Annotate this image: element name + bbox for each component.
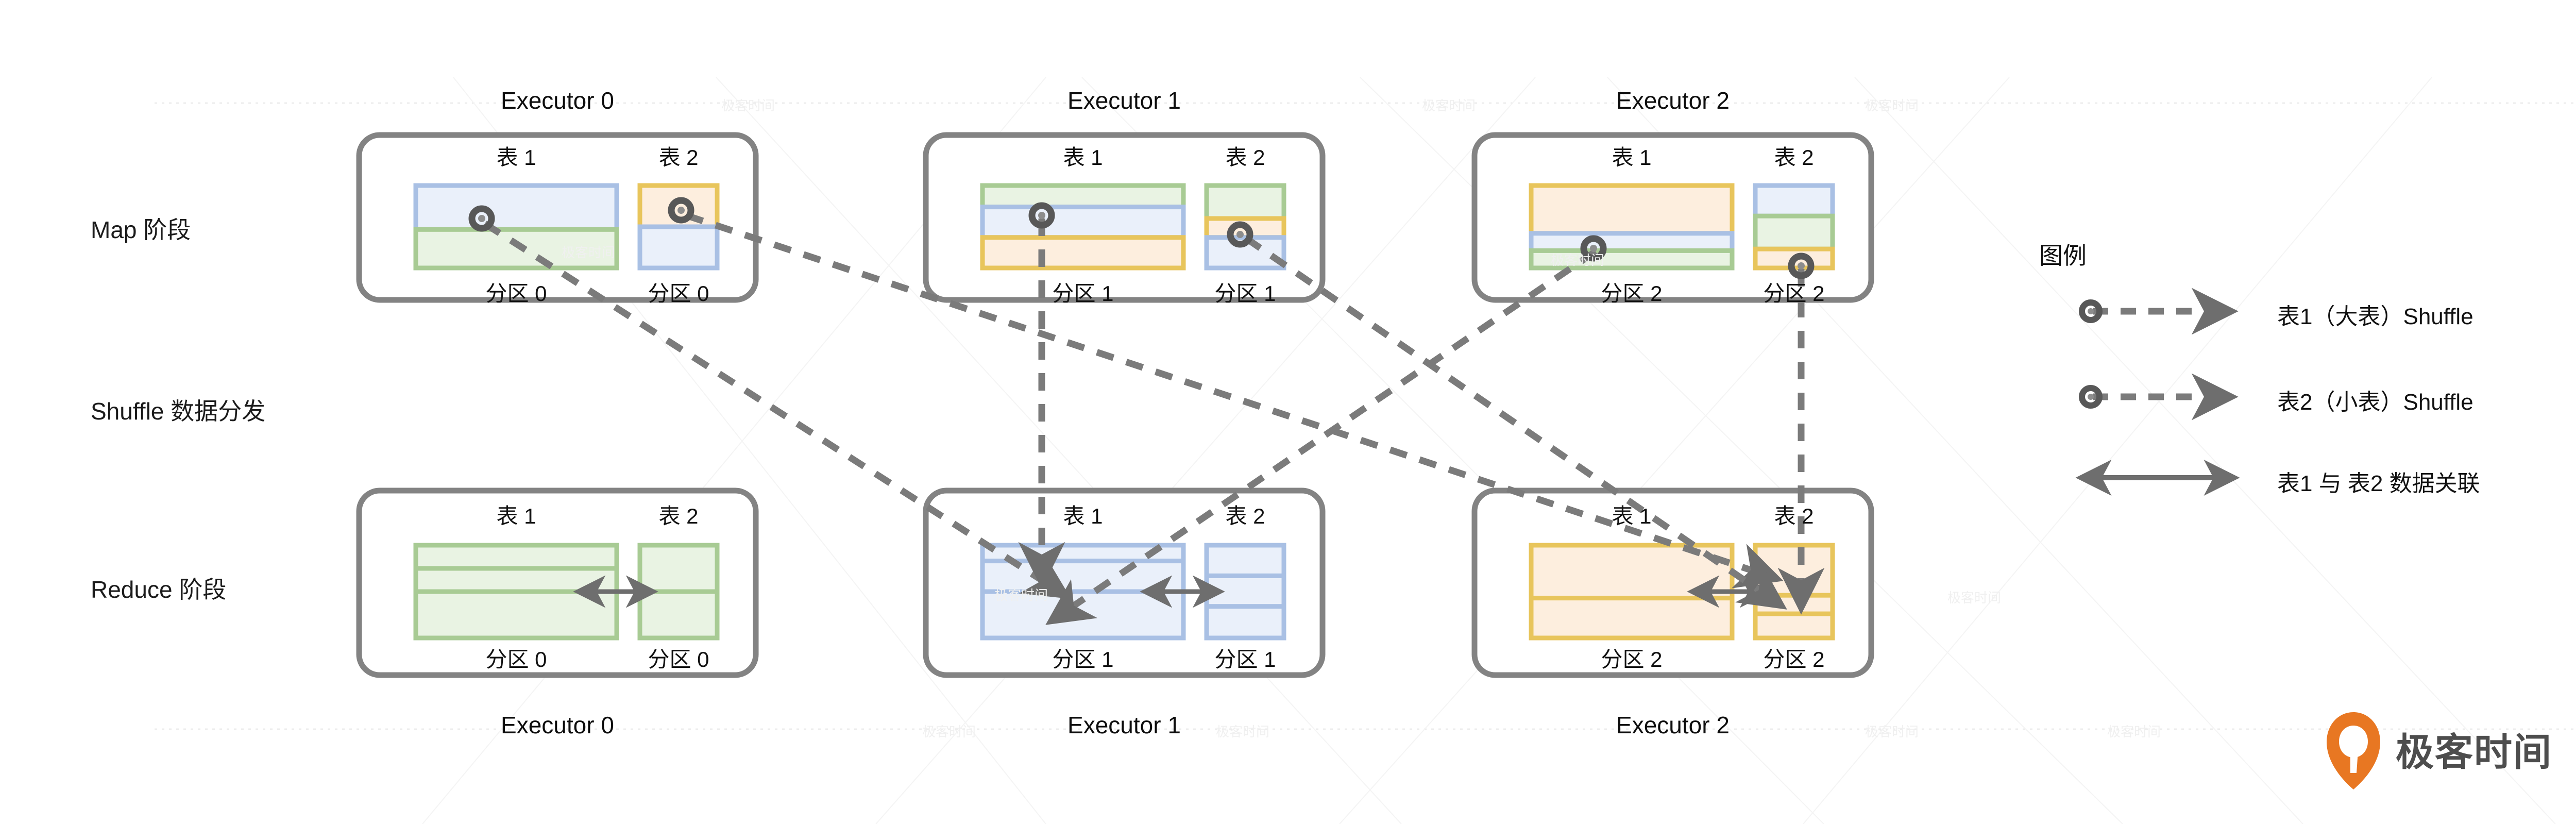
- reduce-e0-t1-band-0: [413, 543, 619, 571]
- key-marker-map-e1-t2: [1227, 221, 1253, 248]
- reduce-e0-t2-partition: 分区 0: [648, 647, 709, 671]
- reduce-e2-t1-partition: 分区 2: [1601, 647, 1663, 671]
- reduce-e1-t2-band-1: [1204, 573, 1286, 609]
- shuffle-t1-e2-to-e1: [1045, 248, 1598, 625]
- reduce-e2-t2-band-0: [1753, 543, 1835, 598]
- watermark: 极客时间: [1865, 724, 1919, 739]
- legend-icon-t2-shuffle: [2079, 373, 2239, 421]
- reduce-e1-t1-title: 表 1: [1063, 504, 1103, 528]
- reduce-e1-t2-partition: 分区 1: [1214, 647, 1276, 671]
- reduce-executor-title-2: Executor 2: [1616, 712, 1730, 738]
- reduce-e2-t2-band-2: [1753, 611, 1835, 641]
- stage-label-shuffle: Shuffle 数据分发: [91, 398, 266, 425]
- legend-glyphs: [2075, 288, 2240, 496]
- watermark: 极客时间: [562, 245, 616, 260]
- map-executor-title-2: Executor 2: [1616, 87, 1730, 114]
- watermark: 极客时间: [1865, 98, 1919, 113]
- shuffle-t1-e0-to-e1: [483, 221, 1072, 599]
- key-marker-map-e2-t2: [1788, 253, 1815, 279]
- reduce-e0-t1-title: 表 1: [496, 504, 536, 528]
- map-e2-t2-title: 表 2: [1774, 145, 1814, 170]
- watermark: 极客时间: [2107, 724, 2161, 739]
- map-e2-t1-partition: 分区 2: [1601, 281, 1663, 306]
- map-e2-t2-band-1: [1753, 213, 1835, 251]
- watermark: 极客时间: [1216, 724, 1270, 739]
- map-e1-t1-partition: 分区 1: [1052, 281, 1114, 306]
- reduce-e2-t1-band-1: [1529, 596, 1735, 641]
- key-marker-map-e2-t1: [1580, 235, 1607, 262]
- map-e1-t2-partition: 分区 1: [1214, 281, 1276, 306]
- map-e0-t1-band-1: [413, 227, 619, 271]
- table-band-stacks: [413, 183, 1835, 641]
- stage-label-map: Map 阶段: [91, 216, 191, 243]
- reduce-e1-t2-band-0: [1204, 543, 1286, 578]
- map-e2-t1-band-2: [1529, 248, 1735, 271]
- map-e1-t1-band-2: [980, 235, 1186, 271]
- watermark: 极客时间: [1947, 590, 2002, 606]
- map-e2-t2-partition: 分区 2: [1763, 281, 1825, 306]
- reduce-e0-t1-partition: 分区 0: [485, 647, 547, 671]
- reduce-e1-t1-partition: 分区 1: [1052, 647, 1114, 671]
- watermark: 极客时间: [721, 98, 775, 113]
- key-marker-map-e0-t2: [668, 197, 694, 224]
- reduce-e0-t2-band-0: [637, 543, 720, 594]
- watermark: 极客时间: [994, 587, 1048, 603]
- map-e2-t1-band-0: [1529, 183, 1735, 236]
- reduce-e1-t2-title: 表 2: [1225, 504, 1265, 528]
- reduce-executor-title-1: Executor 1: [1067, 712, 1181, 738]
- stage-label-reduce: Reduce 阶段: [91, 576, 227, 603]
- shuffle-t2-e1-to-e2: [1244, 235, 1787, 610]
- reduce-e2-t2-title: 表 2: [1774, 504, 1814, 528]
- legend-label-2: 表1 与 表2 数据关联: [2277, 471, 2480, 496]
- map-e2-t1-title: 表 1: [1612, 145, 1652, 170]
- reduce-executor-title-0: Executor 0: [501, 712, 614, 738]
- shuffle-t2-e0-to-e2: [685, 212, 1784, 588]
- map-e1-t2-band-0: [1204, 183, 1286, 221]
- reduce-e0-t1-band-2: [413, 589, 619, 641]
- map-executor-title-1: Executor 1: [1067, 87, 1181, 114]
- legend-title: 图例: [2039, 242, 2087, 269]
- reduce-e1-t2-band-2: [1204, 604, 1286, 641]
- legend-label-1: 表2（小表）Shuffle: [2277, 390, 2473, 415]
- legend-label-0: 表1（大表）Shuffle: [2277, 304, 2473, 329]
- shuffle-source-markers: [468, 197, 1815, 279]
- map-e0-t1-band-0: [413, 183, 619, 232]
- watermark: 极客时间: [922, 724, 976, 739]
- map-e0-t1-title: 表 1: [496, 145, 536, 170]
- reduce-e0-t2-band-1: [637, 589, 720, 641]
- map-e0-t2-band-1: [637, 224, 720, 271]
- reduce-e2-t2-partition: 分区 2: [1763, 647, 1825, 671]
- map-e1-t1-title: 表 1: [1063, 145, 1103, 170]
- key-marker-map-e1-t1: [1028, 202, 1055, 229]
- map-e1-t1-band-1: [980, 205, 1186, 240]
- reduce-e0-t1-band-1: [413, 566, 619, 594]
- key-marker-map-e0-t1: [468, 205, 495, 232]
- watermark: 极客时间: [1422, 98, 1476, 113]
- legend-icon-t1-shuffle: [2079, 288, 2239, 335]
- map-executor-title-0: Executor 0: [501, 87, 614, 114]
- map-e2-t2-band-0: [1753, 183, 1835, 218]
- watermark: 极客时间: [1551, 253, 1605, 268]
- reduce-e0-t2-title: 表 2: [658, 504, 699, 528]
- map-e0-t2-partition: 分区 0: [648, 281, 709, 306]
- reduce-e2-t1-title: 表 1: [1612, 504, 1652, 528]
- map-e2-t1-band-1: [1529, 231, 1735, 253]
- map-e1-t1-band-0: [980, 183, 1186, 210]
- map-e0-t2-title: 表 2: [658, 145, 699, 170]
- map-e0-t1-partition: 分区 0: [485, 281, 547, 306]
- geek-pin-icon: [2327, 712, 2380, 789]
- map-e1-t2-title: 表 2: [1225, 145, 1265, 170]
- brand-logo-text: 极客时间: [2396, 731, 2552, 773]
- shuffle-arrows: [483, 212, 1825, 625]
